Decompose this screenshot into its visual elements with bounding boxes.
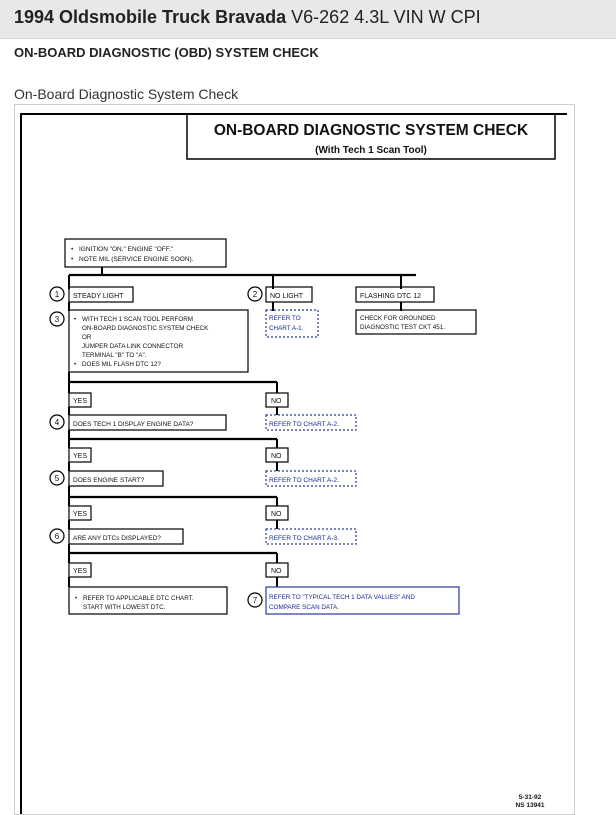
start-line2: NOTE MIL (SERVICE ENGINE SOON). (79, 256, 194, 263)
final-no-line2: COMPARE SCAN DATA. (269, 604, 339, 611)
refer-a1-line1: REFER TO (269, 315, 301, 322)
step-number: 1 (55, 290, 60, 299)
step6-text: ARE ANY DTCs DISPLAYED? (73, 535, 161, 542)
step-number: 3 (55, 315, 60, 324)
start-box (64, 238, 227, 268)
step5-box (68, 470, 164, 487)
check-ground-line2: DIAGNOSTIC TEST CKT 451. (360, 324, 445, 331)
figure-caption: On-Board Diagnostic System Check (14, 86, 239, 102)
yes-label: YES (73, 398, 87, 405)
no-label: NO (271, 453, 282, 460)
step-number: 7 (253, 596, 258, 605)
refer-a2b-box (265, 470, 357, 487)
header-bar: 1994 Oldsmobile Truck Bravada V6-262 4.3… (0, 0, 616, 39)
yes-label: YES (73, 568, 87, 575)
bullet: • (74, 361, 76, 368)
step6-box (68, 528, 184, 545)
final-no-box (265, 586, 460, 615)
step3-line1: WITH TECH 1 SCAN TOOL PERFORM (82, 316, 193, 323)
step-number: 2 (253, 290, 258, 299)
bullet: • (71, 246, 74, 253)
yes-label: YES (73, 453, 87, 460)
scanned-chart: ON-BOARD DIAGNOSTIC SYSTEM CHECK (With T… (20, 112, 567, 814)
final-yes-box (68, 586, 228, 615)
step-number: 6 (55, 532, 60, 541)
step2-text: NO LIGHT (270, 293, 304, 300)
chart-date: 5-31-92 (519, 794, 542, 801)
section-title: ON-BOARD DIAGNOSTIC (OBD) SYSTEM CHECK (14, 45, 319, 60)
refer-a2b-text: REFER TO CHART A-2. (269, 477, 339, 484)
step3-line2: ON-BOARD DIAGNOSTIC SYSTEM CHECK (82, 325, 209, 332)
step4-box (68, 414, 227, 431)
check-ground-box (355, 309, 477, 335)
flashing-text: FLASHING DTC 12 (360, 293, 421, 300)
page-title: 1994 Oldsmobile Truck Bravada V6-262 4.3… (14, 7, 481, 28)
final-no-line1: REFER TO "TYPICAL TECH 1 DATA VALUES" AN… (269, 594, 415, 601)
no-label: NO (271, 568, 282, 575)
step3-line6: DOES MIL FLASH DTC 12? (82, 361, 161, 368)
chart-code: NS 13941 (516, 802, 545, 809)
flashing-box (355, 286, 435, 303)
diagram-frame: ON-BOARD DIAGNOSTIC SYSTEM CHECK (With T… (14, 104, 575, 815)
step1-text: STEADY LIGHT (73, 293, 124, 300)
chart-subheading: (With Tech 1 Scan Tool) (315, 145, 427, 156)
bullet: • (75, 595, 77, 602)
step3-line3: OR (82, 334, 92, 341)
final-yes-line1: REFER TO APPLICABLE DTC CHART. (83, 595, 194, 602)
chart-heading: ON-BOARD DIAGNOSTIC SYSTEM CHECK (214, 122, 529, 139)
refer-a2-text: REFER TO CHART A-2. (269, 421, 339, 428)
refer-a3-text: REFER TO CHART A-3. (269, 535, 339, 542)
no-light-box (265, 286, 313, 303)
no-label: NO (271, 398, 282, 405)
step3-line4: JUMPER DATA LINK CONNECTOR (82, 343, 184, 350)
final-yes-line2: START WITH LOWEST DTC. (83, 604, 166, 611)
refer-a3-box (265, 528, 357, 545)
vehicle-title: 1994 Oldsmobile Truck Bravada (14, 7, 287, 27)
step-number: 4 (55, 418, 60, 427)
yes-label: YES (73, 511, 87, 518)
step5-text: DOES ENGINE START? (73, 477, 145, 484)
steady-light-box (68, 286, 134, 303)
bullet: • (71, 256, 74, 263)
refer-a1-box (265, 309, 319, 338)
flowchart: ON-BOARD DIAGNOSTIC SYSTEM CHECK (With T… (49, 112, 556, 809)
step3-line5: TERMINAL "B" TO "A". (82, 352, 147, 359)
step3-box (68, 309, 249, 373)
start-line1: IGNITION "ON," ENGINE "OFF." (79, 246, 174, 253)
refer-a2-box (265, 414, 357, 431)
check-ground-line1: CHECK FOR GROUNDED (360, 315, 436, 322)
no-label: NO (271, 511, 282, 518)
step4-text: DOES TECH 1 DISPLAY ENGINE DATA? (73, 421, 194, 428)
step-number: 5 (55, 474, 60, 483)
refer-a1-line2: CHART A-1. (269, 325, 304, 332)
bullet: • (74, 316, 76, 323)
engine-spec: V6-262 4.3L VIN W CPI (291, 7, 481, 27)
